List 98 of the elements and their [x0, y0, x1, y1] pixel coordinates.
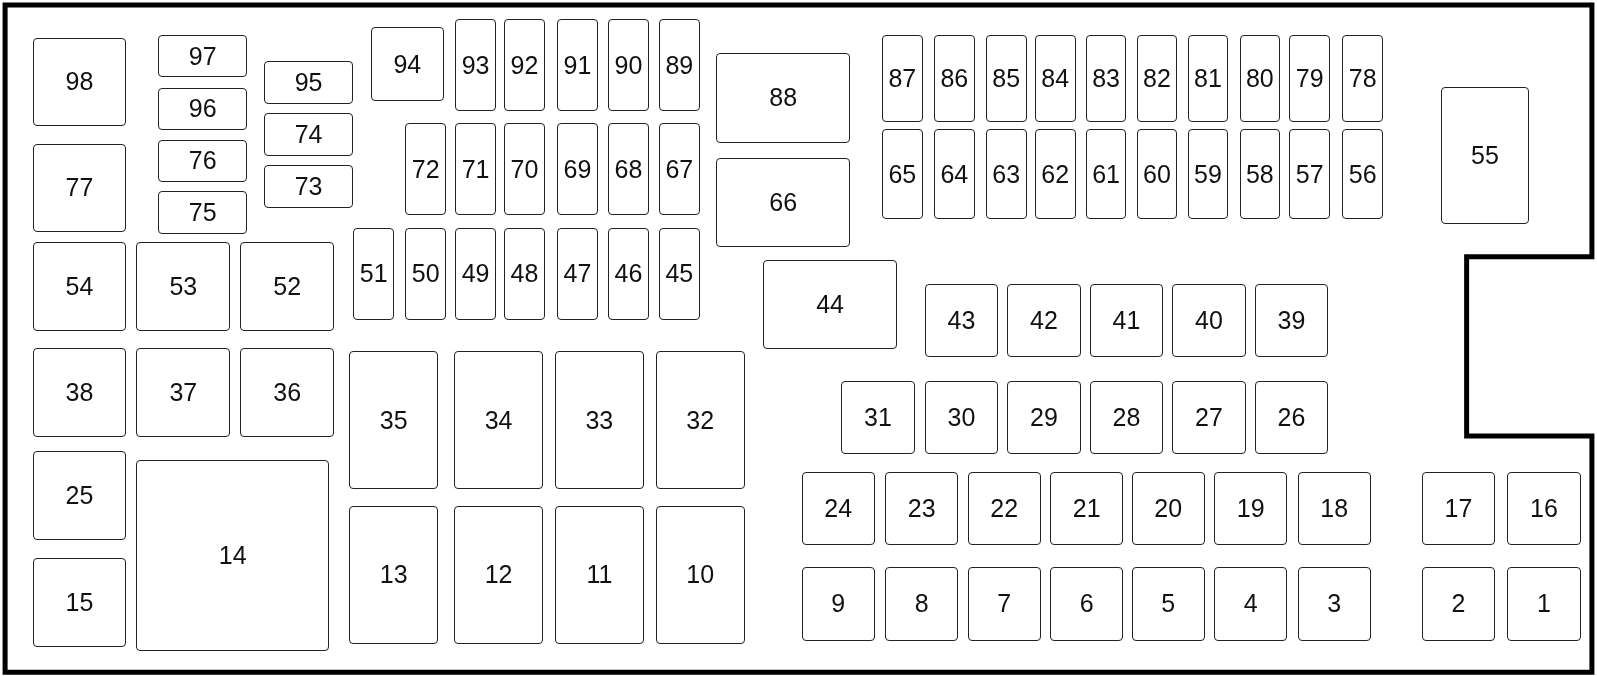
fuse-slot: 36 — [240, 348, 335, 437]
fuse-slot: 77 — [32, 143, 127, 233]
fuse-slot: 1 — [1507, 567, 1581, 641]
fuse-slot: 68 — [608, 123, 649, 215]
fuse-slot: 74 — [263, 113, 354, 156]
fuse-slot: 67 — [658, 123, 700, 215]
fuse-slot: 76 — [157, 139, 248, 183]
fuse-slot: 8 — [885, 567, 959, 641]
fuse-slot: 89 — [658, 19, 700, 111]
fuse-slot: 3 — [1297, 567, 1371, 641]
fuse-slot: 17 — [1421, 471, 1496, 545]
fuse-slot: 29 — [1007, 380, 1081, 455]
fuse-slot: 85 — [985, 34, 1027, 123]
fuse-slot: 94 — [370, 27, 445, 101]
fuse-slot: 20 — [1131, 471, 1205, 545]
fuse-slot: 58 — [1239, 129, 1281, 219]
fuse-slot: 93 — [455, 19, 496, 111]
fuse-slot: 33 — [555, 351, 644, 489]
fuse-slot: 84 — [1034, 34, 1076, 123]
fuse-slot: 40 — [1172, 284, 1246, 358]
fuse-slot: 61 — [1085, 129, 1127, 219]
fuse-slot: 69 — [557, 123, 598, 215]
fuse-slot: 70 — [504, 123, 545, 215]
fuse-slot: 11 — [555, 506, 644, 644]
fuse-slot: 71 — [455, 123, 496, 215]
fuse-slot: 43 — [924, 284, 999, 358]
fuse-slot: 64 — [933, 129, 975, 219]
fuse-slot: 7 — [967, 567, 1041, 641]
fuse-slot: 55 — [1441, 86, 1529, 225]
fuse-slot: 44 — [762, 259, 898, 350]
fuse-slot: 72 — [405, 123, 447, 215]
fuse-slot: 97 — [157, 34, 248, 78]
fuse-slot: 49 — [455, 228, 496, 320]
fuse-slot: 51 — [353, 228, 395, 320]
fuse-slot: 28 — [1089, 380, 1164, 455]
fuse-slot: 15 — [32, 558, 127, 647]
fuse-slot: 73 — [263, 165, 354, 208]
fuse-slot: 37 — [136, 348, 231, 437]
fuse-slot: 79 — [1289, 34, 1331, 123]
fuse-slot: 66 — [716, 157, 851, 248]
fuse-slot: 14 — [136, 460, 329, 651]
fuse-slot: 59 — [1187, 129, 1229, 219]
fuse-slot: 22 — [967, 471, 1041, 545]
fuse-slot: 19 — [1214, 471, 1288, 545]
fuse-slot: 88 — [716, 52, 851, 143]
fuse-slot: 48 — [504, 228, 545, 320]
fuse-slot: 92 — [504, 19, 545, 111]
fuse-slot: 6 — [1050, 567, 1124, 641]
fuse-slot: 87 — [882, 34, 923, 123]
fuse-slot: 60 — [1136, 129, 1178, 219]
fuse-slot: 47 — [557, 228, 598, 320]
fuse-slot: 42 — [1007, 284, 1081, 358]
fuse-slot: 62 — [1034, 129, 1076, 219]
fuse-slot: 35 — [349, 351, 438, 489]
fuse-slot: 96 — [157, 87, 248, 131]
fuse-slot: 91 — [557, 19, 598, 111]
fuse-slot: 57 — [1289, 129, 1331, 219]
fuse-slot: 18 — [1297, 471, 1371, 545]
fuse-slot: 25 — [32, 451, 127, 540]
fuse-slot: 24 — [801, 471, 875, 545]
fuse-slot: 53 — [136, 242, 231, 331]
fuse-slot: 78 — [1342, 34, 1384, 123]
fuse-slot: 32 — [655, 351, 745, 489]
fuse-slot: 31 — [841, 380, 915, 455]
fuse-slot: 90 — [608, 19, 649, 111]
fuse-slot: 5 — [1131, 567, 1205, 641]
fuse-slot: 63 — [985, 129, 1027, 219]
fuse-slot: 45 — [658, 228, 700, 320]
fuse-slot: 56 — [1342, 129, 1384, 219]
fuse-slot: 83 — [1085, 34, 1127, 123]
fuse-slot: 95 — [263, 61, 354, 104]
fuse-slot: 52 — [240, 242, 335, 331]
fuse-slot: 54 — [32, 242, 127, 331]
fuse-slot: 39 — [1254, 284, 1329, 358]
fuse-slot: 4 — [1214, 567, 1288, 641]
fuse-slot: 13 — [349, 506, 438, 644]
fuse-slot: 38 — [32, 348, 127, 437]
fuse-slot: 82 — [1136, 34, 1178, 123]
fuse-slot: 50 — [405, 228, 447, 320]
fuse-slot: 12 — [454, 506, 543, 644]
fuse-slot: 98 — [32, 37, 127, 127]
fuse-slot: 27 — [1172, 380, 1246, 455]
fuse-slot: 10 — [655, 506, 745, 644]
fuse-slot: 9 — [801, 567, 875, 641]
fuse-slot: 16 — [1507, 471, 1581, 545]
fuse-slot: 80 — [1239, 34, 1281, 123]
fuse-slot: 26 — [1254, 380, 1329, 455]
fuse-slot: 75 — [157, 191, 248, 235]
fuse-slot: 23 — [885, 471, 959, 545]
fuse-slot: 46 — [608, 228, 649, 320]
fuse-slot: 21 — [1050, 471, 1124, 545]
fuse-slot: 2 — [1421, 567, 1496, 641]
fuse-slot: 65 — [882, 129, 923, 219]
fuse-slot: 34 — [454, 351, 543, 489]
fuse-slot: 30 — [924, 380, 999, 455]
fuse-slot: 81 — [1187, 34, 1229, 123]
fuse-slot: 86 — [933, 34, 975, 123]
fuse-slot: 41 — [1089, 284, 1164, 358]
